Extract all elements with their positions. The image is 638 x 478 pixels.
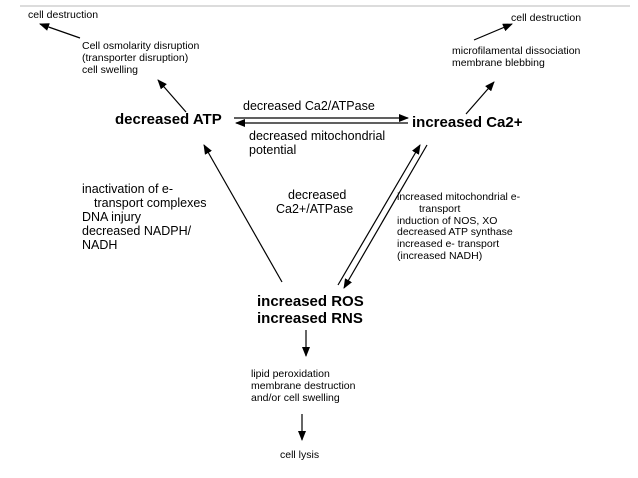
decreased-atp-node: decreased ATP [115, 111, 222, 128]
ros-effect-line: membrane destruction [251, 379, 356, 392]
ros-to-atp-line: decreased NADPH/ [82, 224, 192, 238]
reactive-species-node: increased ROS increased RNS [257, 293, 364, 328]
rns-node-line: increased RNS [257, 309, 363, 327]
arrow-calcium-to-effects [465, 81, 495, 115]
arrow-ros-to-calcium [337, 144, 421, 286]
calcium-to-ros-line: induction of NOS, XO [397, 214, 498, 227]
increased-calcium-node: increased Ca2+ [412, 114, 523, 131]
atp-effect-line: cell swelling [82, 63, 139, 76]
ros-effect-line: lipid peroxidation [251, 368, 330, 380]
top-right-cell-destruction-label: cell destruction [511, 12, 582, 24]
ros-to-atp-line: transport complexes [94, 196, 207, 210]
calcium-to-ros-line: increased e- transport [397, 238, 500, 250]
calcium-to-ros-line: decreased ATP synthase [397, 226, 513, 239]
arrow-calcium-effects-to-cell-destruction [473, 23, 513, 41]
atp-effects-label: Cell osmolarity disruption (transporter … [82, 40, 200, 76]
atp-effect-line: Cell osmolarity disruption [82, 40, 200, 52]
ros-to-atp-line: NADH [82, 238, 118, 252]
atp-effect-line: (transporter disruption) [82, 51, 189, 64]
calcium-to-ros-line: transport [419, 202, 461, 215]
ros-to-atp-line: inactivation of e- [82, 182, 174, 196]
calcium-effects-label: microfilamental dissociation membrane bl… [452, 45, 581, 70]
calcium-to-atp-line: potential [249, 143, 297, 157]
arrow-ros-to-atp [203, 144, 283, 283]
ros-node-line: increased ROS [257, 293, 364, 310]
calcium-effect-line: membrane blebbing [452, 56, 545, 69]
atp-to-calcium-label: decreased Ca2/ATPase [243, 99, 375, 113]
ros-to-calcium-label: decreased Ca2+/ATPase [276, 188, 353, 216]
calcium-to-atp-line: decreased mitochondrial [249, 129, 386, 143]
calcium-to-ros-line: (increased NADH) [397, 249, 483, 262]
ros-to-atp-label: inactivation of e- transport complexes D… [82, 182, 207, 252]
ros-to-calcium-line: Ca2+/ATPase [276, 202, 354, 216]
cell-lysis-label: cell lysis [280, 449, 320, 461]
calcium-to-atp-label: decreased mitochondrial potential [249, 129, 385, 157]
arrow-calcium-to-ros [343, 144, 428, 289]
calcium-effect-line: microfilamental dissociation [452, 45, 581, 57]
calcium-to-ros-label: increased mitochondrial e- transport ind… [397, 191, 521, 263]
top-left-cell-destruction-label: cell destruction [28, 9, 99, 21]
ros-to-calcium-line: decreased [288, 188, 347, 202]
arrow-atp-effects-to-cell-destruction [39, 23, 81, 39]
calcium-to-ros-line: increased mitochondrial e- [397, 191, 521, 203]
ros-effects-label: lipid peroxidation membrane destruction … [251, 368, 356, 404]
ros-to-atp-line: DNA injury [82, 210, 142, 224]
ros-effect-line: and/or cell swelling [251, 391, 340, 404]
arrow-atp-to-effects [157, 79, 187, 113]
